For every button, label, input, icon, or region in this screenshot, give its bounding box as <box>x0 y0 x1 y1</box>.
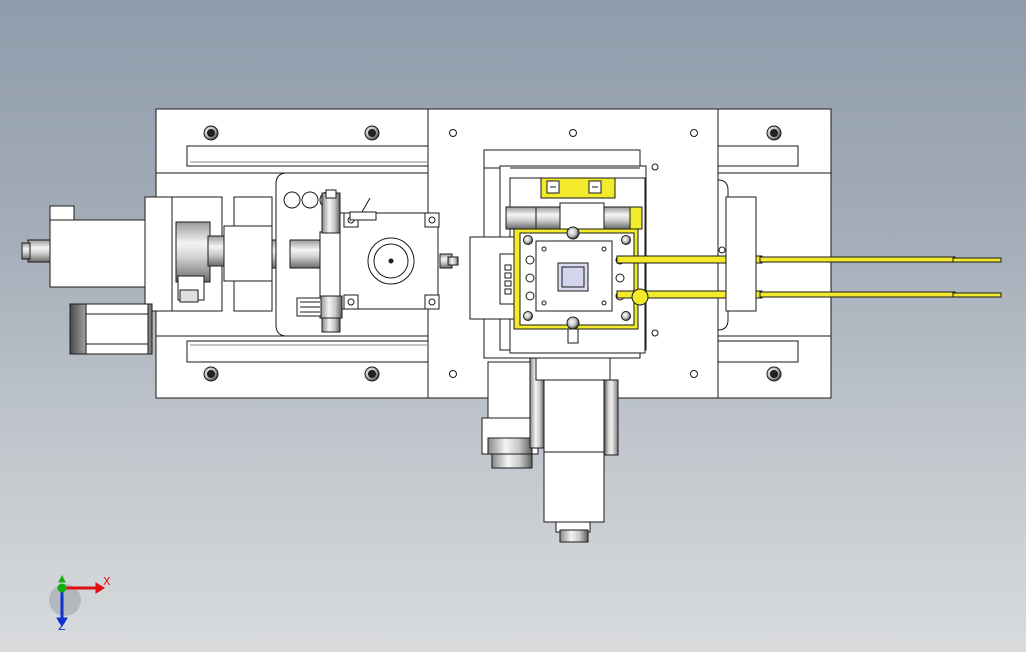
gripper-cylinders[interactable] <box>505 202 643 234</box>
right-slide-block[interactable] <box>717 179 757 331</box>
x-axis-label: X <box>103 575 111 588</box>
z-axis-label: Z <box>58 620 66 633</box>
left-carriage[interactable] <box>275 172 459 337</box>
bottom-motor-assembly[interactable] <box>481 357 619 543</box>
top-clamp-block[interactable] <box>540 177 616 199</box>
coordinate-triad <box>49 574 105 627</box>
test-socket[interactable] <box>513 226 639 344</box>
left-motor-assembly[interactable] <box>21 196 225 355</box>
probe-rods[interactable] <box>616 255 1002 306</box>
side-panel[interactable] <box>469 236 515 320</box>
